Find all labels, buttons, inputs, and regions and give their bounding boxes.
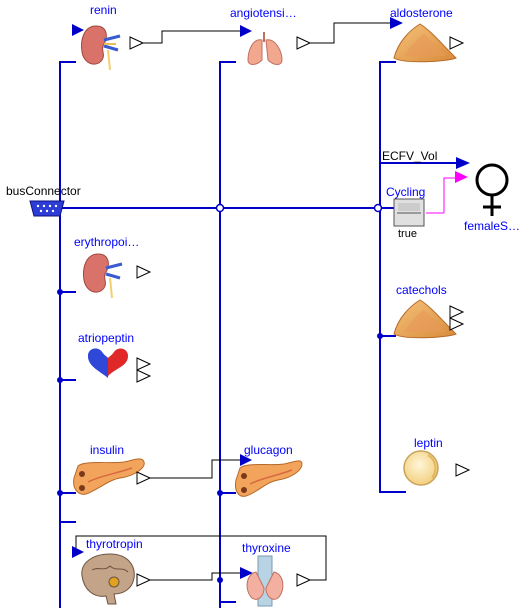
- atriopeptin-label: atriopeptin: [78, 331, 134, 345]
- wire-insulin-to-glucagon[interactable]: [150, 459, 240, 479]
- wire-thyrotropin-to-thyroxine[interactable]: [150, 572, 240, 581]
- angiotensin-input-arrow: [240, 25, 252, 37]
- insulin-output-port[interactable]: [136, 471, 152, 485]
- female-sex-label: femaleS…: [464, 219, 520, 233]
- catechols-block[interactable]: catechols: [393, 283, 465, 339]
- wire-thyroxine-feedback[interactable]: [75, 535, 327, 581]
- boolean-source-icon: [393, 198, 425, 227]
- middle-bus-line[interactable]: [219, 61, 236, 608]
- fat-cell-icon: [403, 450, 439, 486]
- renin-output-port[interactable]: [129, 36, 145, 50]
- erythropoietin-label: erythropoi…: [74, 235, 139, 249]
- thyrotropin-block[interactable]: thyrotropin: [72, 537, 152, 605]
- catechols-output-port-1[interactable]: [449, 305, 465, 319]
- female-sex-block[interactable]: femaleS…: [464, 163, 520, 233]
- aldosterone-output-port[interactable]: [449, 36, 465, 50]
- atriopeptin-output-port-1[interactable]: [136, 357, 152, 371]
- junction-dot: [217, 490, 223, 496]
- junction-dot: [57, 490, 63, 496]
- insulin-block[interactable]: insulin: [73, 443, 152, 495]
- leptin-output-port[interactable]: [455, 463, 471, 477]
- thyrotropin-input-arrow: [72, 546, 84, 558]
- ecfv-vol-label: ECFV_Vol: [382, 149, 437, 163]
- catechols-output-port-2[interactable]: [449, 317, 465, 331]
- thyroxine-label: thyroxine: [242, 541, 291, 555]
- atriopeptin-output-port-2[interactable]: [136, 369, 152, 383]
- leptin-label: leptin: [414, 436, 443, 450]
- thyroxine-output-port[interactable]: [296, 573, 312, 587]
- angiotensin-block[interactable]: angiotensi…: [230, 6, 312, 65]
- renin-block[interactable]: renin: [72, 3, 145, 71]
- bus-connector-icon[interactable]: [29, 200, 65, 217]
- bus-stub-thyrotropin[interactable]: [59, 521, 76, 608]
- catechols-label: catechols: [396, 283, 447, 297]
- thyroid-icon: [246, 555, 284, 607]
- glucagon-label: glucagon: [244, 443, 293, 457]
- pancreas-icon: [73, 458, 145, 495]
- junction-dot: [215, 203, 225, 213]
- cycling-block[interactable]: Cycling true: [386, 185, 425, 240]
- thyroxine-block[interactable]: thyroxine: [240, 541, 312, 607]
- wire-cycling-to-female-2[interactable]: [443, 177, 456, 213]
- aldosterone-label: aldosterone: [390, 6, 453, 20]
- glucagon-input-arrow: [240, 454, 252, 466]
- bus-network: [57, 61, 470, 608]
- wire-renin-to-angiotensin[interactable]: [143, 30, 240, 44]
- erythropoietin-block[interactable]: erythropoi…: [74, 235, 152, 299]
- thyrotropin-output-port[interactable]: [136, 573, 152, 587]
- angiotensin-output-port[interactable]: [296, 36, 312, 50]
- ecfv-bus-line[interactable]: [379, 162, 460, 208]
- junction-dot: [57, 377, 63, 383]
- adrenal-gland-icon: [393, 299, 457, 339]
- junction-dot: [377, 333, 383, 339]
- atriopeptin-block[interactable]: atriopeptin: [78, 331, 152, 383]
- female-symbol-icon: [475, 163, 509, 216]
- bus-connector-label: busConnector: [6, 184, 81, 198]
- renin-label: renin: [90, 3, 117, 17]
- glucagon-block[interactable]: glucagon: [235, 443, 303, 497]
- junction-dot: [217, 577, 223, 583]
- pancreas-icon: [235, 460, 303, 497]
- kidney-icon: [83, 253, 123, 299]
- renin-input-arrow: [72, 24, 84, 36]
- ecfv-output-arrow: [456, 157, 470, 169]
- adrenal-gland-icon: [393, 23, 457, 63]
- kidney-icon: [81, 25, 121, 71]
- erythropoietin-output-port[interactable]: [136, 265, 152, 279]
- aldosterone-input-arrow: [390, 17, 403, 29]
- bus-connector-block[interactable]: busConnector: [6, 184, 81, 217]
- signal-wires: [75, 22, 468, 581]
- insulin-label: insulin: [90, 443, 124, 457]
- wire-angiotensin-to-aldosterone[interactable]: [310, 22, 390, 44]
- female-input-arrow: [455, 171, 468, 183]
- heart-icon: [88, 348, 128, 378]
- junction-dot: [57, 289, 63, 295]
- lungs-icon: [247, 32, 283, 65]
- brain-icon: [81, 553, 135, 605]
- junction-dot: [373, 203, 383, 213]
- aldosterone-block[interactable]: aldosterone: [390, 6, 465, 63]
- right-bus-line[interactable]: [379, 61, 406, 493]
- angiotensin-label: angiotensi…: [230, 6, 297, 20]
- thyrotropin-label: thyrotropin: [86, 537, 143, 551]
- cycling-value-label: true: [398, 228, 417, 240]
- leptin-block[interactable]: leptin: [403, 436, 471, 486]
- left-bus-line[interactable]: [59, 61, 76, 608]
- thyroxine-input-arrow: [240, 567, 253, 579]
- cycling-label: Cycling: [386, 185, 425, 199]
